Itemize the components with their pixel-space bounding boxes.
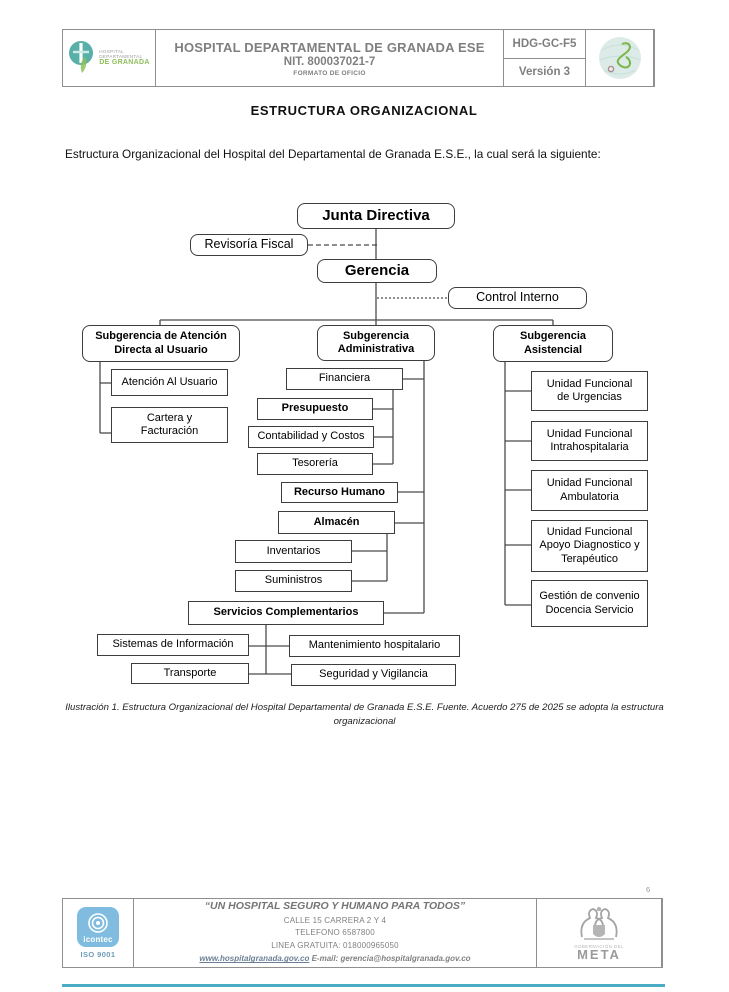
org-node-contabilidad-costos: Contabilidad y Costos bbox=[248, 426, 374, 448]
hospital-logo-text: HOSPITAL DEPARTAMENTAL DE GRANADA bbox=[99, 49, 149, 68]
hospital-logo: HOSPITAL DEPARTAMENTAL DE GRANADA bbox=[68, 37, 149, 79]
org-node-uf-ambulatoria: Unidad Funcional Ambulatoria bbox=[531, 470, 648, 511]
footer-address: CALLE 15 CARRERA 2 Y 4 bbox=[283, 915, 387, 925]
org-node-control-interno: Control Interno bbox=[448, 287, 587, 309]
globe-stethoscope-icon bbox=[598, 37, 641, 79]
footer-hotline: LINEA GRATUITA: 018000965050 bbox=[271, 940, 399, 950]
org-node-suministros: Suministros bbox=[235, 570, 352, 592]
icontec-logo: icontec bbox=[77, 907, 119, 947]
meta-gobernacion-label: GOBERNACIÓN DEL bbox=[574, 944, 624, 949]
page-title: ESTRUCTURA ORGANIZACIONAL bbox=[250, 103, 478, 118]
org-node-revisoria-fiscal: Revisoría Fiscal bbox=[190, 234, 308, 256]
org-node-cartera-facturacion: Cartera y Facturación bbox=[111, 407, 228, 443]
org-node-uf-intrahospitalaria: Unidad Funcional Intrahospitalaria bbox=[531, 421, 648, 461]
icontec-label: icontec bbox=[83, 935, 113, 944]
header-doc-code: HDG-GC-F5 bbox=[504, 30, 585, 59]
footer-slogan: “UN HOSPITAL SEGURO Y HUMANO PARA TODOS” bbox=[204, 900, 466, 913]
meta-label: META bbox=[577, 947, 621, 962]
header-table: HOSPITAL DEPARTAMENTAL DE GRANADA HOSPIT… bbox=[62, 29, 655, 87]
footer-web-email-line: www.hospitalgranada.gov.co E-mail: geren… bbox=[199, 953, 470, 966]
org-node-sub-administrativa: Subgerencia Administrativa bbox=[317, 325, 435, 361]
meta-crest-icon bbox=[580, 907, 618, 940]
org-node-junta-directiva: Junta Directiva bbox=[297, 203, 455, 229]
org-node-sub-asistencial: Subgerencia Asistencial bbox=[493, 325, 613, 362]
org-node-tesoreria: Tesorería bbox=[257, 453, 373, 475]
figure-caption: Ilustración 1. Estructura Organizacional… bbox=[65, 702, 664, 727]
header-title-cell: HOSPITAL DEPARTAMENTAL DE GRANADA ESE NI… bbox=[156, 30, 504, 86]
intro-paragraph: Estructura Organizacional del Hospital d… bbox=[65, 147, 601, 161]
header-logo-cell: HOSPITAL DEPARTAMENTAL DE GRANADA bbox=[63, 30, 156, 86]
org-node-sistemas-informacion: Sistemas de Información bbox=[97, 634, 249, 656]
email-address: gerencia@hospitalgranada.gov.co bbox=[340, 954, 471, 964]
org-node-inventarios: Inventarios bbox=[235, 540, 352, 563]
website-link[interactable]: www.hospitalgranada.gov.co bbox=[199, 954, 310, 964]
org-node-seguridad-vigilancia: Seguridad y Vigilancia bbox=[291, 664, 456, 686]
org-node-almacen: Almacén bbox=[278, 511, 395, 534]
footer-table: icontec ISO 9001 “UN HOSPITAL SEGURO Y H… bbox=[62, 898, 663, 968]
icontec-rings-icon bbox=[88, 913, 108, 933]
org-node-gestion-convenio-docencia: Gestión de convenio Docencia Servicio bbox=[531, 580, 648, 627]
org-node-transporte: Transporte bbox=[131, 663, 249, 684]
footer-icontec-cell: icontec ISO 9001 bbox=[63, 899, 134, 967]
footer-meta-cell: GOBERNACIÓN DEL META bbox=[537, 899, 662, 967]
org-node-recurso-humano: Recurso Humano bbox=[281, 482, 398, 503]
footer-accent-bar bbox=[62, 984, 665, 987]
hospital-logo-icon bbox=[69, 41, 94, 73]
footer-contact-cell: “UN HOSPITAL SEGURO Y HUMANO PARA TODOS”… bbox=[134, 899, 537, 967]
header-hospital-title: HOSPITAL DEPARTAMENTAL DE GRANADA ESE bbox=[174, 39, 485, 55]
org-node-presupuesto: Presupuesto bbox=[257, 398, 373, 420]
org-node-uf-apoyo-diagnostico: Unidad Funcional Apoyo Diagnostico y Ter… bbox=[531, 520, 648, 572]
iso-9001-label: ISO 9001 bbox=[80, 950, 116, 959]
org-node-sub-atencion-directa: Subgerencia de Atención Directa al Usuar… bbox=[82, 325, 240, 362]
email-label: E-mail: bbox=[309, 954, 341, 964]
header-version: Versión 3 bbox=[518, 66, 571, 79]
org-node-financiera: Financiera bbox=[286, 368, 403, 390]
hospital-logo-line3: DE GRANADA bbox=[99, 59, 150, 67]
hospital-logo-line1: HOSPITAL bbox=[99, 48, 125, 54]
header-nit: NIT. 800037021-7 bbox=[283, 55, 376, 68]
org-node-uf-urgencias: Unidad Funcional de Urgencias bbox=[531, 371, 648, 411]
org-node-servicios-complementarios: Servicios Complementarios bbox=[188, 601, 384, 625]
header-format-label: FORMATO DE OFICIO bbox=[293, 69, 366, 77]
hospital-logo-line2: DEPARTAMENTAL bbox=[99, 53, 143, 59]
footer-phone: TELEFONO 6587800 bbox=[295, 928, 375, 938]
org-node-atencion-al-usuario: Atención Al Usuario bbox=[111, 369, 228, 396]
header-globe-cell bbox=[586, 30, 654, 86]
header-code-cell: HDG-GC-F5 Versión 3 bbox=[504, 30, 586, 86]
page-number: 6 bbox=[646, 885, 651, 894]
org-node-mantenimiento-hospitalario: Mantenimiento hospitalario bbox=[289, 635, 460, 657]
org-node-gerencia: Gerencia bbox=[317, 259, 437, 283]
